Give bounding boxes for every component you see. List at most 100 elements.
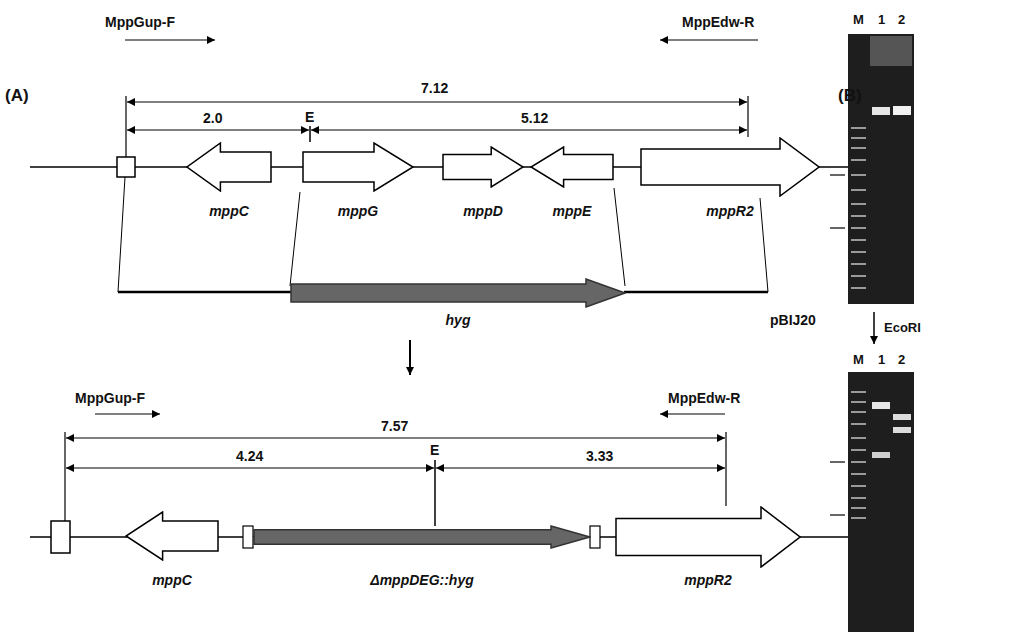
- crossover-line: [614, 188, 625, 286]
- ladder-bands: [851, 128, 866, 288]
- gene-arrow: mppC: [125, 511, 219, 561]
- gene-name: mppC: [152, 572, 192, 588]
- size-tick: [830, 227, 845, 228]
- crossover-line: [118, 177, 125, 292]
- figure-label: MppGup-F: [75, 390, 145, 406]
- size-tick: [830, 174, 845, 175]
- gene-name: ΔmppDEG::hyg: [370, 572, 474, 588]
- dimension-line: [66, 467, 434, 468]
- ladder-bands: [851, 392, 866, 518]
- flank-box: [117, 157, 135, 177]
- figure-label: 1: [878, 12, 885, 28]
- figure-label: 3.33: [586, 448, 613, 464]
- ecori-site-tick: [434, 460, 436, 526]
- gene-arrow-shape: [125, 511, 219, 561]
- gene-name: mppR2: [706, 203, 753, 219]
- figure-label: E: [305, 109, 314, 125]
- plasmid-line: [118, 291, 292, 294]
- figure-label: M: [853, 352, 864, 368]
- dimension-line: [66, 437, 725, 438]
- digest-arrow: [873, 312, 875, 344]
- gene-arrow: mppE: [530, 146, 614, 188]
- flank-box: [51, 521, 70, 553]
- gene-arrow-outline: [126, 512, 218, 560]
- gene-name: mppR2: [684, 572, 731, 588]
- dimension-tick: [747, 96, 748, 137]
- gene-arrow: ΔmppDEG::hyg: [253, 525, 591, 549]
- figure-label: 2: [898, 12, 905, 28]
- frt-box: [243, 526, 253, 548]
- gel-band: [872, 107, 890, 115]
- gene-name: mppC: [209, 203, 249, 219]
- gene-arrow-shape: [253, 525, 591, 549]
- crossover-line: [760, 198, 768, 292]
- primer-arrow: [660, 413, 725, 414]
- figure-label: MppEdw-R: [682, 14, 754, 30]
- figure-label: pBIJ20: [770, 312, 816, 328]
- primer-arrow: [660, 39, 758, 40]
- gene-arrow-shape: [186, 142, 272, 192]
- gene-arrow-outline: [187, 143, 271, 191]
- ecori-site-tick: [309, 126, 311, 142]
- gel-image: [848, 34, 914, 304]
- primer-arrow: [95, 413, 160, 414]
- figure-label: 7.57: [381, 418, 408, 434]
- size-tick: [830, 461, 845, 462]
- gel-well-smear: [870, 36, 912, 66]
- figure-label: EcoRI: [884, 320, 921, 336]
- figure-label: 7.12: [421, 80, 448, 96]
- gel-image: [848, 372, 914, 632]
- figure-label: MppEdw-R: [668, 390, 740, 406]
- gene-arrow-shape: [302, 142, 414, 192]
- gene-arrow-outline: [641, 138, 819, 196]
- gel-band: [893, 106, 911, 115]
- gene-arrow-shape: [290, 278, 626, 308]
- figure-label: 4.24: [236, 448, 263, 464]
- gene-arrow-shape: [615, 506, 801, 568]
- gene-arrow-outline: [443, 147, 523, 187]
- figure-label: MppGup-F: [105, 14, 175, 30]
- gel-band: [872, 452, 890, 458]
- dimension-tick: [725, 432, 726, 506]
- plasmid-line: [624, 291, 768, 294]
- figure-label: (A): [5, 88, 29, 104]
- gene-arrow: mppR2: [640, 137, 820, 197]
- gene-arrow-shape: [640, 137, 820, 197]
- gel-band: [893, 427, 911, 433]
- gene-arrow-outline: [291, 279, 625, 307]
- gene-name: mppG: [338, 203, 378, 219]
- gene-arrow-outline: [531, 147, 613, 187]
- gene-arrow: mppG: [302, 142, 414, 192]
- figure-label: 5.12: [521, 110, 548, 126]
- gene-name: mppD: [463, 203, 503, 219]
- process-arrow: [409, 340, 411, 375]
- figure-label: 1: [878, 352, 885, 368]
- figure-label: 2: [898, 352, 905, 368]
- gene-arrow-outline: [254, 526, 590, 548]
- gene-arrow: mppD: [442, 146, 524, 188]
- dimension-line: [311, 129, 747, 130]
- gene-name: hyg: [446, 312, 471, 328]
- dimension-line: [127, 129, 309, 130]
- gene-arrow-shape: [442, 146, 524, 188]
- gel-band: [872, 402, 890, 409]
- gel-band: [893, 414, 911, 420]
- figure-label: M: [853, 12, 864, 28]
- gene-arrow: hyg: [290, 278, 626, 308]
- figure-label: E: [430, 442, 439, 458]
- gene-arrow-outline: [303, 143, 413, 191]
- dimension-tick: [64, 432, 65, 521]
- gene-name: mppE: [553, 203, 592, 219]
- gene-arrow: mppR2: [615, 506, 801, 568]
- dimension-line: [436, 467, 725, 468]
- figure-label: 2.0: [203, 110, 222, 126]
- gel-background: [848, 372, 914, 632]
- gel-background: [848, 34, 914, 304]
- dimension-tick: [125, 96, 126, 157]
- primer-arrow: [125, 39, 215, 40]
- dimension-line: [127, 101, 747, 102]
- gene-arrow-outline: [616, 507, 800, 567]
- gene-arrow-shape: [530, 146, 614, 188]
- crossover-line: [290, 192, 300, 286]
